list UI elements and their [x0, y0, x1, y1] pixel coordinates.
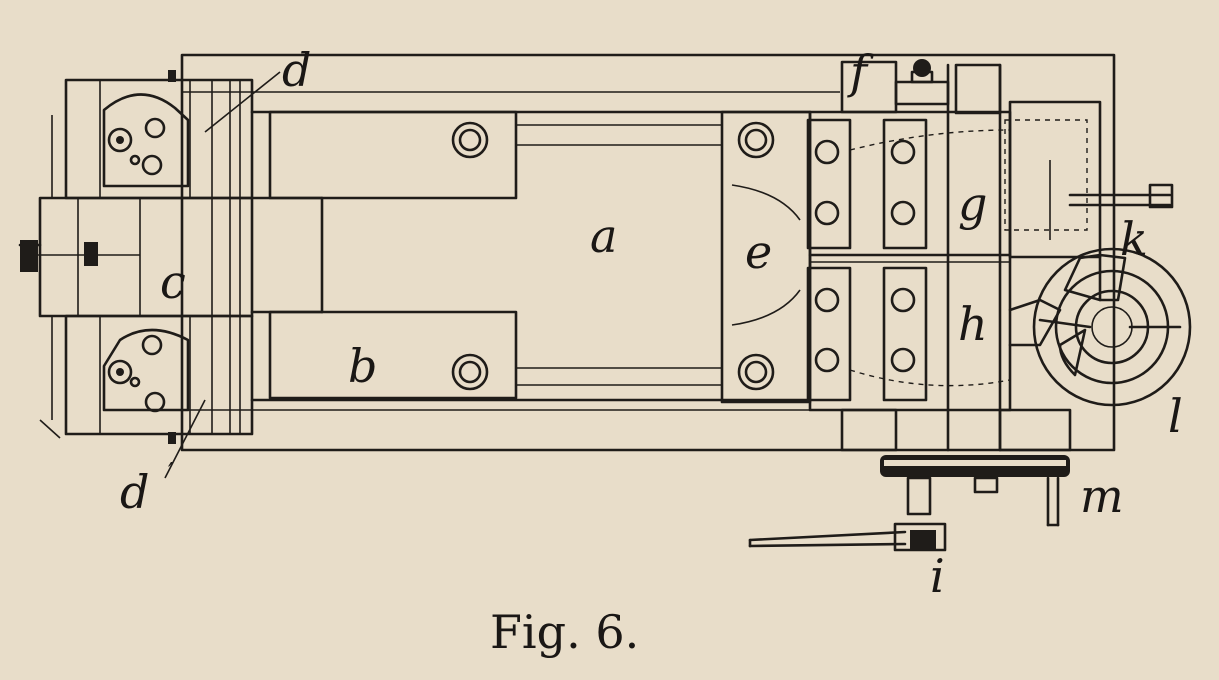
label-m: m [1080, 469, 1124, 523]
label-k: k [1120, 212, 1148, 266]
part-labels: d f a c e g k h b l d ′ m i [120, 43, 1183, 603]
label-l: l [1168, 389, 1183, 443]
top-piece-f [840, 59, 950, 114]
upper-clamp [102, 93, 190, 188]
rail-nuts [451, 121, 489, 391]
label-c: c [160, 255, 186, 309]
label-d-bottom: d [120, 465, 149, 519]
right-assembly [1004, 100, 1174, 259]
label-f: f [847, 45, 874, 99]
label-b: b [348, 339, 377, 393]
lower-clamp [102, 328, 190, 413]
gear-train [748, 408, 1072, 552]
label-d-bottom-prime: ′ [168, 458, 174, 486]
label-a: a [590, 209, 617, 263]
label-h: h [958, 297, 988, 351]
chuck-l [1008, 247, 1192, 407]
rails [250, 110, 722, 400]
label-e: e [745, 225, 772, 279]
label-i: i [930, 549, 945, 603]
outer-frame [180, 53, 1116, 452]
tool-blocks [806, 63, 1012, 452]
figure-caption: Fig. 6. [490, 605, 639, 659]
label-g: g [958, 177, 987, 231]
left-end-housing [18, 70, 254, 444]
label-d-top: d [282, 43, 311, 97]
